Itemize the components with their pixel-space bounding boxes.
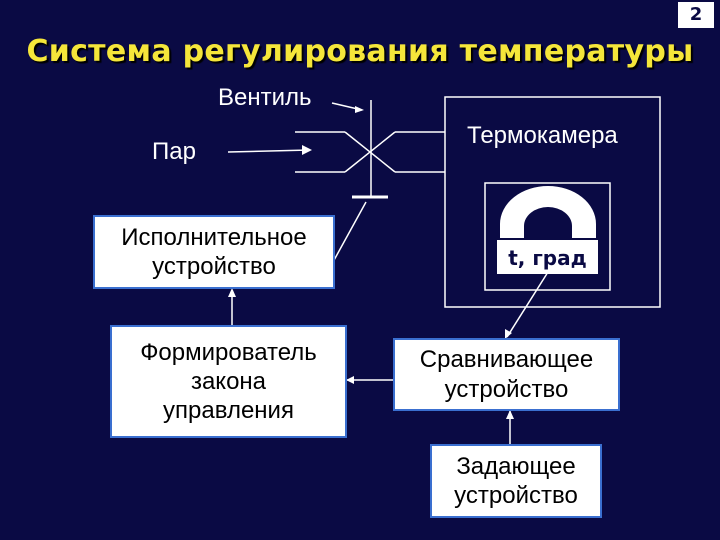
thermochamber-outline [444,96,661,308]
steam-arrow [227,149,311,153]
valve-cross-b [344,131,396,173]
gauge-to-comparator [506,271,549,338]
chamber-label: Термокамера [467,122,618,149]
former-to-actuator-arrowhead [228,288,236,297]
gauge-label: t, град [508,246,587,270]
page-number: 2 [678,2,714,28]
gauge-dial [500,186,596,238]
steam-label: Пар [152,138,196,165]
gauge-housing [484,182,611,291]
setpoint-arrowhead [506,410,514,419]
setpoint-box: Задающее устройство [430,444,602,518]
actuator-to-valve [332,201,367,263]
control-law-former-box: Формирователь закона управления [110,325,347,438]
valve-label: Вентиль [218,84,312,111]
former-arrowhead [346,376,354,384]
slide-title: Система регулирования температуры [26,34,694,69]
comparator-box: Сравнивающее устройство [393,338,620,411]
actuator-box: Исполнительное устройство [93,215,335,289]
valve-pointer-arrowhead [355,106,364,113]
gauge-panel [497,240,598,274]
comparator-arrowhead [505,329,512,339]
steam-arrowhead [302,145,312,155]
